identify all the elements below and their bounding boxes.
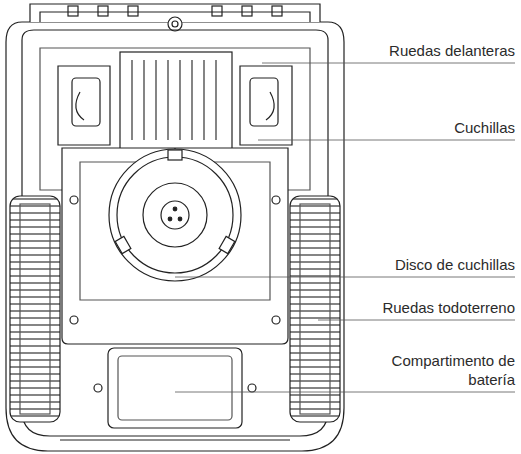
part-label: Disco de cuchillas — [395, 255, 515, 274]
mower-body — [6, 4, 344, 451]
part-label: Ruedas delanteras — [389, 41, 515, 60]
part-label: Cuchillas — [454, 118, 515, 137]
leader-lines — [175, 63, 515, 392]
part-label: Compartimento de batería — [365, 351, 515, 389]
part-label: Ruedas todoterreno — [382, 298, 515, 317]
